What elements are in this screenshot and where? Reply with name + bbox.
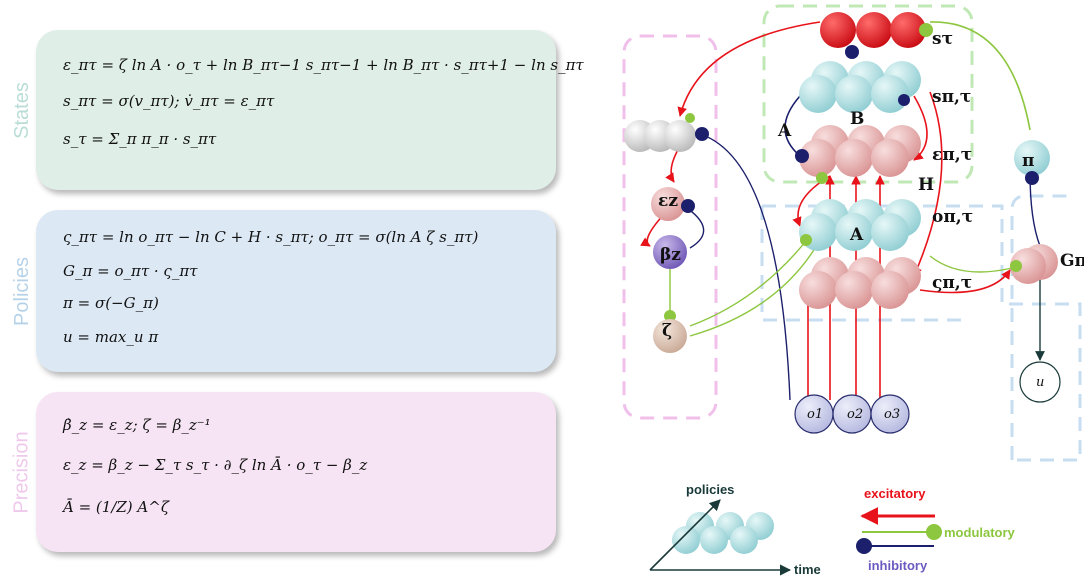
- A-likelihood-label: A: [777, 121, 792, 141]
- state-to-error-inhibitory: [784, 95, 801, 157]
- action-selection-equation: u = max_u π: [63, 328, 159, 346]
- G-pi-label: Gπ: [1060, 251, 1084, 271]
- H-label: H: [918, 175, 934, 195]
- legend-policies-label: policies: [686, 482, 734, 497]
- state-inhibitory-dot: [898, 94, 910, 106]
- s-tau-modulatory-dot: [919, 23, 933, 37]
- grey-to-obs-inhibitory: [699, 133, 791, 401]
- beta-z-neuron: [653, 235, 687, 269]
- A-modulatory-dot: [800, 234, 812, 246]
- B-transition-label: B: [850, 109, 864, 129]
- state-error-neuron-5: [871, 139, 909, 177]
- pi-label: π: [1022, 151, 1034, 171]
- pi-neuron: [1014, 140, 1050, 176]
- h-arrow: [913, 91, 943, 277]
- varsigma-pi-tau-label: ςπ,τ: [932, 273, 972, 293]
- outcome-neuron-4: [835, 213, 873, 251]
- state-expectation-equation: s_πτ = σ(v_πτ); v̇_πτ = ε_πτ: [63, 92, 275, 110]
- outcome-prediction-error-equation: ς_πτ = ln o_πτ − ln C + H · s_πτ; o_πτ =…: [63, 228, 479, 246]
- s-tau-neuron-1: [856, 12, 892, 48]
- policies-panel: Policies ς_πτ = ln o_πτ − ln C + H · s_π…: [11, 210, 556, 372]
- grey-modulatory-dot: [685, 113, 695, 123]
- eps-z-neuron: [651, 187, 685, 221]
- pi-to-s-tau-modulatory: [929, 21, 1031, 131]
- outcome-error-neuron-5: [871, 271, 909, 309]
- eps-z-inhibitory-dot: [681, 199, 695, 213]
- G-modulatory-dot: [1010, 260, 1022, 272]
- legend-neuron-4: [730, 526, 758, 554]
- o1-label: o1: [807, 407, 823, 422]
- expected-free-energy-equation: G_π = o_πτ · ς_πτ: [63, 262, 198, 280]
- eps-z-label: εz: [658, 191, 678, 211]
- error-inhibitory-dot: [795, 149, 809, 163]
- likelihood-precision-equation: Ā = (1/Z) A^ζ: [63, 498, 169, 516]
- legend-neuron-5: [672, 526, 700, 554]
- s-tau-inhibitory-dot: [845, 45, 859, 59]
- zeta-modulatory-dot: [664, 310, 676, 322]
- state-neuron-4: [835, 75, 873, 113]
- error-modulatory-dot: [816, 172, 828, 184]
- legend-excitatory-label: excitatory: [864, 486, 926, 501]
- legend-inhibitory-dot: [856, 538, 872, 554]
- policies-region: [762, 204, 1082, 462]
- precision-error-equation: ε_z = β_z − Σ_τ s_τ · ∂_ζ ln Ā · o_τ − β…: [63, 456, 368, 474]
- legend-time-label: time: [794, 562, 821, 577]
- legend-modulatory-dot: [926, 524, 942, 540]
- state-error-neuron-3: [799, 139, 837, 177]
- eps-pi-tau-label: επ,τ: [932, 145, 972, 165]
- zeta-to-A-modulatory-1: [689, 235, 811, 327]
- s-tau-neuron-0: [820, 12, 856, 48]
- s-tau-to-grey-arrow: [677, 21, 821, 117]
- s-tau-label: sτ: [932, 29, 953, 49]
- precision-update-equation: β̇_z = ε_z; ζ = β_z⁻¹: [63, 416, 211, 434]
- o-pi-tau-label: oπ,τ: [932, 207, 973, 227]
- outcome-error-neuron-4: [835, 271, 873, 309]
- zeta-to-A-modulatory-2: [689, 239, 821, 337]
- state-prediction-error-equation: ε_πτ = ζ ln A · o_τ + ln B_πτ−1 s_πτ−1 +…: [63, 56, 584, 74]
- u-label: u: [1036, 375, 1044, 390]
- outcome-error-neuron-3: [799, 271, 837, 309]
- legend-inhibitory-label: inhibitory: [868, 558, 928, 573]
- A-center-label: A: [849, 225, 864, 245]
- precision-region: [622, 34, 718, 420]
- bayesian-model-average-equation: s_τ = Σ_π π_π · s_πτ: [63, 130, 217, 148]
- legend-neuron-3: [700, 526, 728, 554]
- zeta-label: ζ: [662, 321, 672, 341]
- neuron-layer: [624, 12, 1061, 554]
- state-recurrent-arrow: [913, 95, 928, 161]
- state-neuron-3: [799, 75, 837, 113]
- s-pi-tau-label: sπ,τ: [932, 87, 971, 107]
- zeta-neuron: [653, 319, 687, 353]
- G-modulatory: [929, 255, 1013, 273]
- beta-z-label: βz: [660, 245, 681, 265]
- u-node: [1019, 361, 1061, 403]
- o2-label: o2: [847, 407, 863, 422]
- states-panel: States ε_πτ = ζ ln A · o_τ + ln B_πτ−1 s…: [11, 30, 584, 190]
- expectation-neuron-2: [664, 120, 696, 152]
- policy-softmax-equation: π = σ(−G_π): [63, 294, 159, 312]
- legend-policies-axis: [649, 499, 721, 571]
- outcome-neuron-5: [871, 213, 909, 251]
- varsigma-to-G-arrow: [919, 269, 1011, 294]
- s-tau-neuron-2: [890, 12, 926, 48]
- pi-inhibitory-dot: [1025, 171, 1039, 185]
- state-error-neuron-4: [835, 139, 873, 177]
- observation-neuron-2: [870, 394, 910, 434]
- state-neuron-5: [871, 75, 909, 113]
- legend-modulatory-label: modulatory: [944, 525, 1016, 540]
- G-neuron-front: [1010, 248, 1046, 284]
- grey-inhibitory-dot: [695, 127, 709, 141]
- policies-region-right: [1010, 194, 1068, 460]
- precision-panel: Precision β̇_z = ε_z; ζ = β_z⁻¹ ε_z = β_…: [11, 392, 556, 552]
- o3-label: o3: [884, 407, 900, 422]
